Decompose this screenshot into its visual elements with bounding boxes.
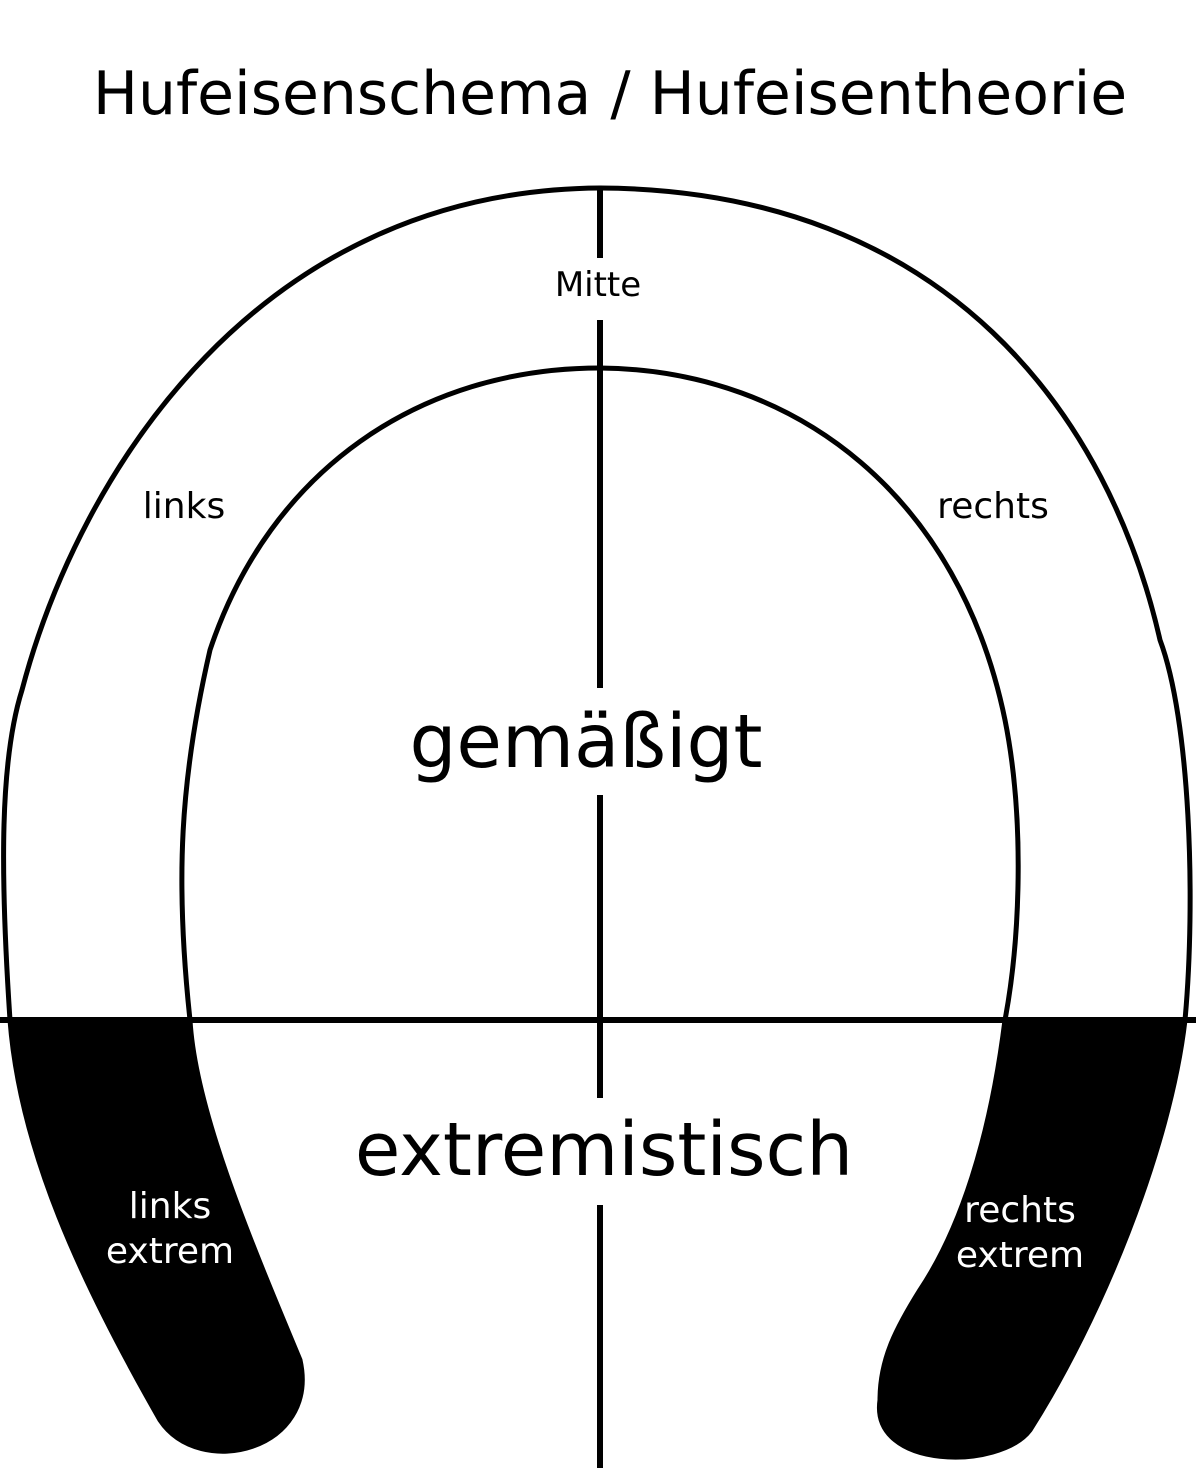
label-mitte: Mitte xyxy=(554,265,642,305)
label-rechts-extrem-line1: rechts xyxy=(964,1190,1076,1231)
label-links-extrem-line1: links xyxy=(128,1186,212,1227)
label-gemaessigt: gemäßigt xyxy=(409,699,763,785)
label-rechts-extrem-line2: extrem xyxy=(955,1235,1085,1277)
label-extremistisch: extremistisch xyxy=(354,1107,854,1193)
diagram-title: Hufeisenschema / Hufeisentheorie xyxy=(92,59,1128,129)
label-links-extrem-line2: extrem xyxy=(105,1231,235,1273)
label-rechts: rechts xyxy=(937,486,1049,527)
label-rechts-extrem: rechts extrem xyxy=(956,1190,1084,1277)
label-links-extrem: links extrem xyxy=(106,1186,234,1273)
label-links: links xyxy=(142,486,226,527)
